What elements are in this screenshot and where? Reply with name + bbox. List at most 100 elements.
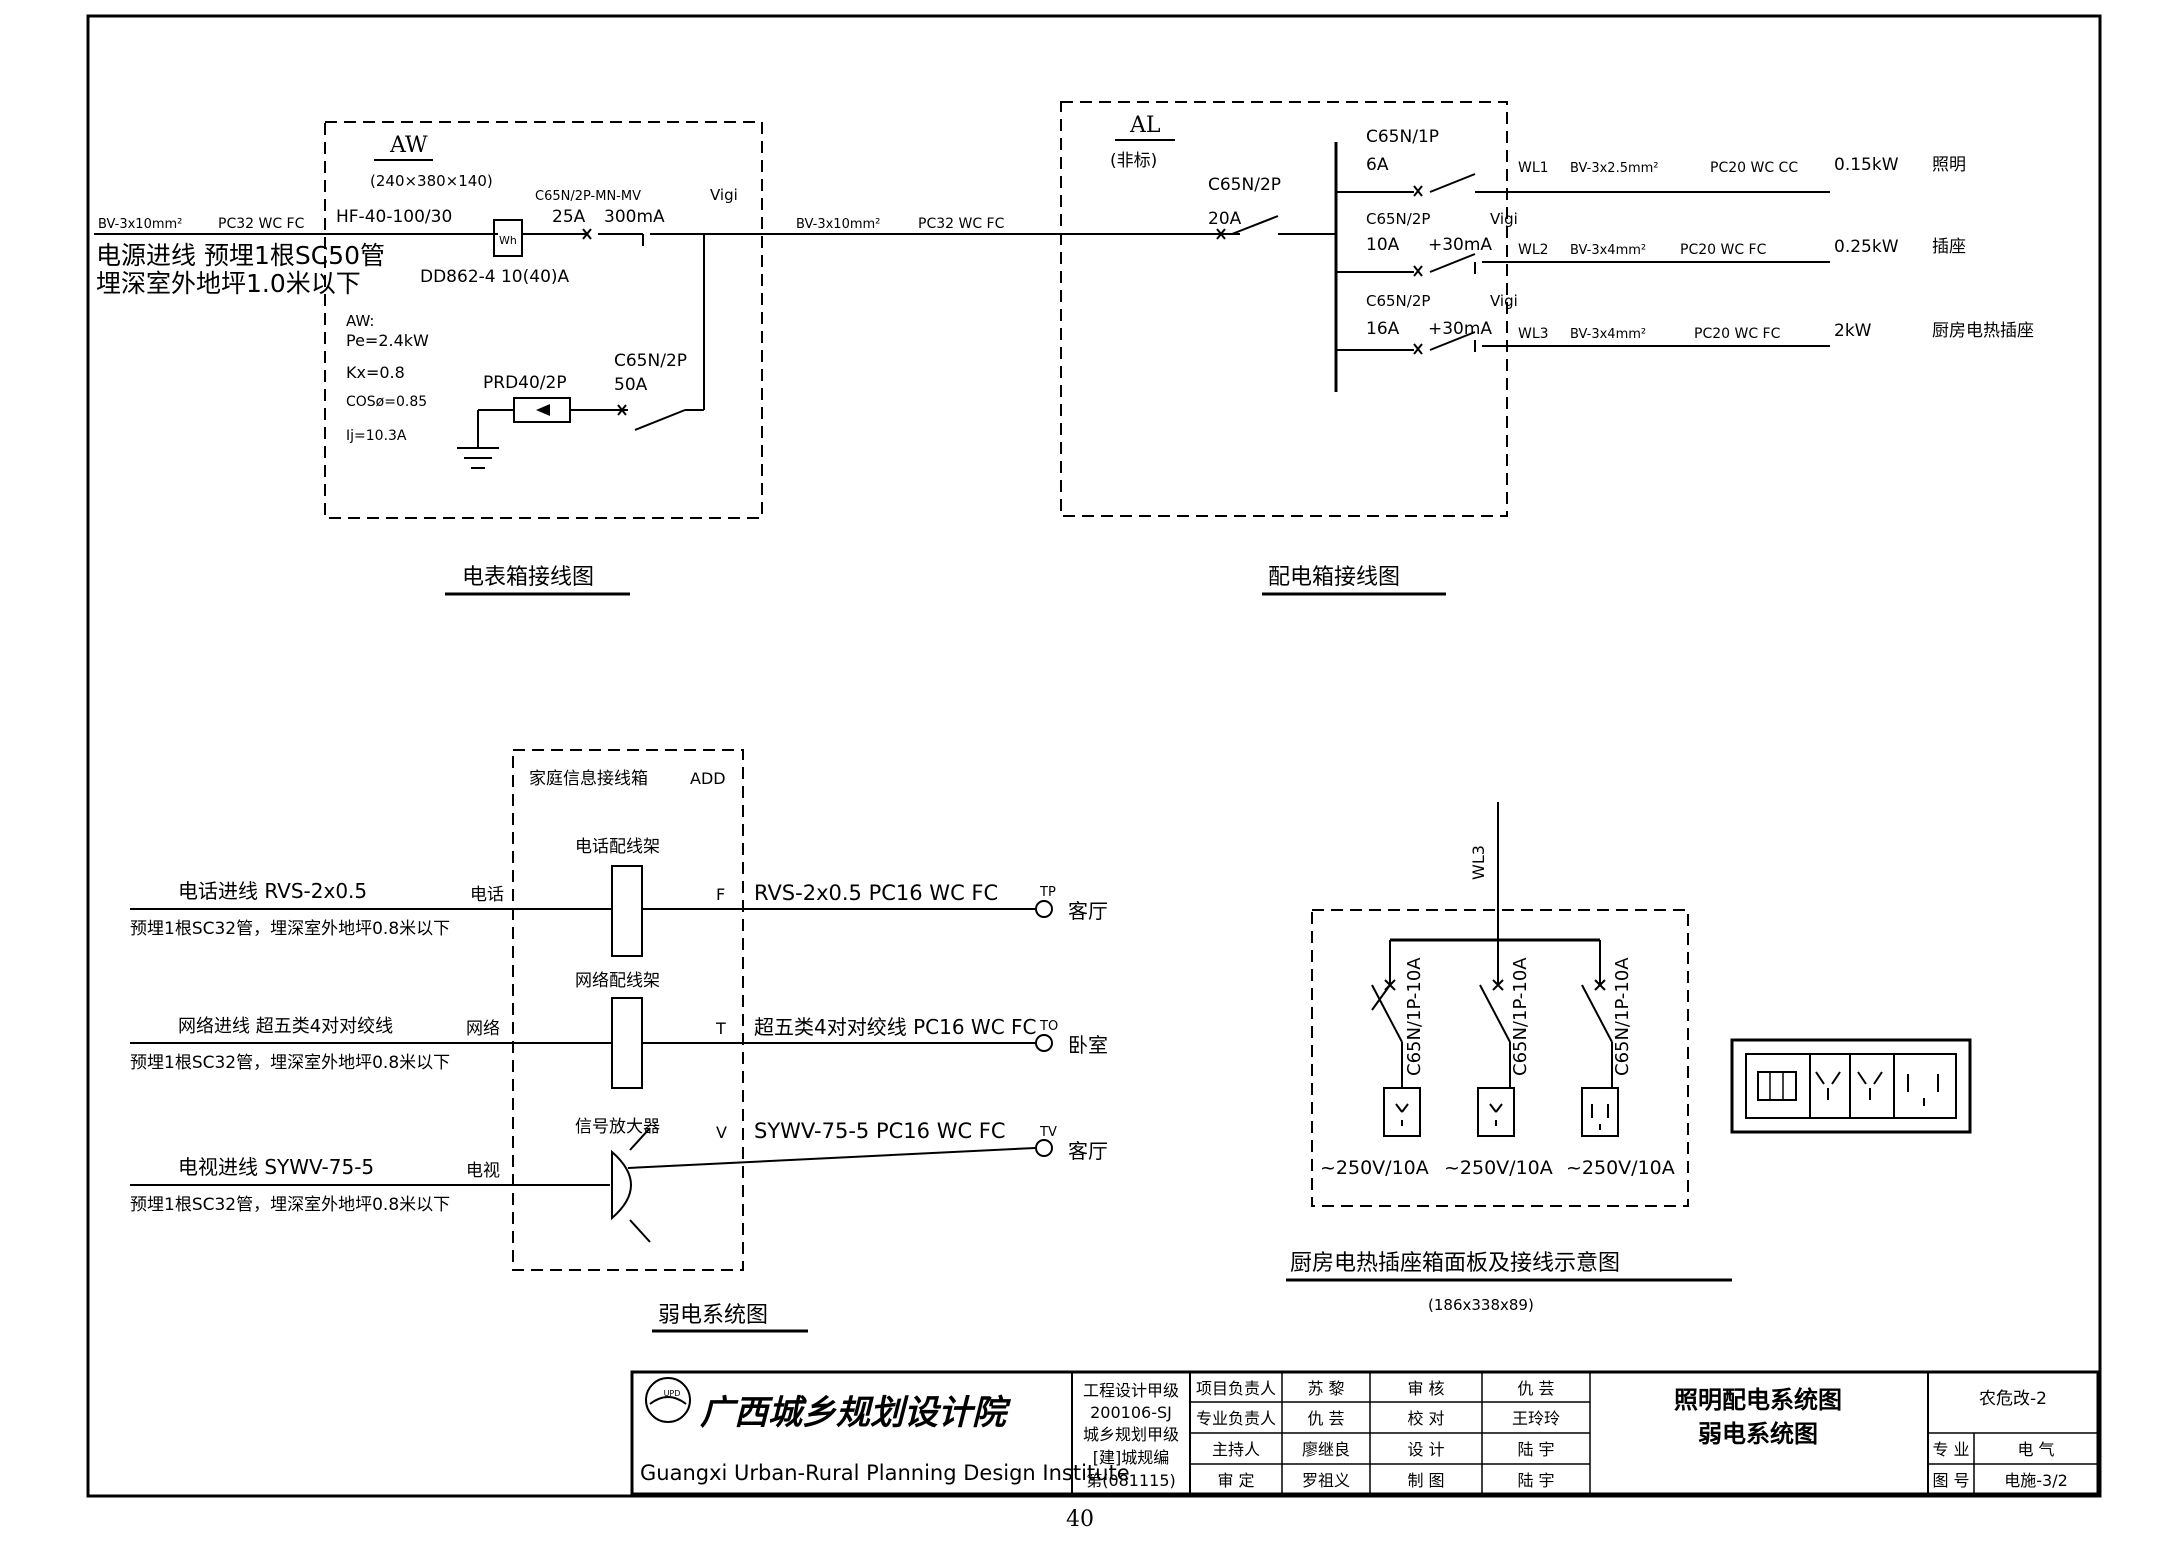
row3-out: SYWV-75-5 PC16 WC FC <box>754 1119 1006 1143</box>
meter-out-conduit: PC32 WC FC <box>918 216 1005 232</box>
meter-caption: 电表箱接线图 <box>462 565 594 590</box>
dist-box-text: AL (非标) C65N/2P 20A C65N/1P 6A WL1 BV-3x… <box>1110 113 2034 590</box>
num-value: 电施-3/2 <box>2004 1471 2068 1490</box>
row1-frame: 电话配线架 <box>575 837 660 857</box>
name-2: 廖继良 <box>1302 1440 1350 1459</box>
role2-3: 制 图 <box>1407 1471 1444 1490</box>
wl2-conduit: PC20 WC FC <box>1680 242 1767 258</box>
meter-box-outline <box>324 121 763 519</box>
param-2: Kx=0.8 <box>346 363 405 382</box>
spd-model: PRD40/2P <box>483 373 567 393</box>
wl1-breaker: C65N/1P <box>1366 127 1439 147</box>
row3-port: V <box>716 1123 727 1142</box>
qual-0: 工程设计甲级 <box>1083 1381 1179 1400</box>
spec-value: 电 气 <box>2017 1440 2054 1459</box>
wl2-ma: +30mA <box>1428 235 1492 255</box>
kitchen-rating-2: ~250V/10A <box>1444 1157 1553 1179</box>
kitchen-feed: WL3 <box>1469 845 1488 880</box>
wl2-cable: BV-3x4mm² <box>1570 243 1646 258</box>
meter-wh: Wh <box>499 234 517 247</box>
dist-box-sub: (非标) <box>1110 151 1157 171</box>
row1-in-sub: 预埋1根SC32管，埋深室外地坪0.8米以下 <box>130 919 450 939</box>
upd-logo <box>645 1377 691 1423</box>
tv-outlet <box>1035 1139 1053 1157</box>
meter-breaker-model: C65N/2P-MN-MV <box>535 189 641 204</box>
info-box-title: 家庭信息接线箱 <box>529 769 648 789</box>
row2-in-label: 网络进线 超五类4对对绞线 <box>178 1016 393 1037</box>
dist-main-breaker: C65N/2P <box>1208 175 1281 195</box>
drawing-title-1: 照明配电系统图 <box>1674 1386 1842 1414</box>
role-0: 项目负责人 <box>1196 1379 1276 1398</box>
row3-in-label: 电视进线 SYWV-75-5 <box>178 1155 374 1179</box>
kitchen-breaker-2: C65N/1P-10A <box>1510 957 1531 1076</box>
wl1-rating: 6A <box>1366 155 1389 175</box>
meter-box-dims: (240×380×140) <box>370 172 493 190</box>
spd-rating: 50A <box>614 375 648 395</box>
meter-box-label: AW <box>389 133 428 158</box>
row2-port: T <box>715 1019 726 1038</box>
wl1-id: WL1 <box>1518 160 1549 176</box>
row3-frame: 信号放大器 <box>575 1117 660 1137</box>
kitchen-box-outline <box>1311 909 1689 1207</box>
row3-room: 客厅 <box>1068 1139 1108 1163</box>
role2-1: 校 对 <box>1407 1409 1444 1428</box>
meter-model: DD862-4 10(40)A <box>420 267 570 287</box>
dist-caption: 配电箱接线图 <box>1268 565 1400 590</box>
row2-tag: TO <box>1039 1019 1058 1034</box>
role2-0: 审 核 <box>1407 1379 1444 1398</box>
wl3-rating: 16A <box>1366 319 1400 339</box>
num-label: 图 号 <box>1932 1471 1969 1490</box>
title-block-text: UPD 广西城乡规划设计院 Guangxi Urban-Rural Planni… <box>640 1379 2068 1490</box>
meter-vigi: Vigi <box>710 186 738 204</box>
org-name-cn: 广西城乡规划设计院 <box>700 1393 1012 1433</box>
role-3: 审 定 <box>1217 1471 1254 1490</box>
wl3-breaker: C65N/2P <box>1366 292 1430 310</box>
meter-device: HF-40-100/30 <box>336 207 452 227</box>
dist-box-diagram <box>1060 101 1830 596</box>
meter-note-line1: 电源进线 预埋1根SC50管 <box>96 241 385 270</box>
page-number: 40 <box>1066 1507 1094 1532</box>
name-1: 仇 芸 <box>1307 1409 1344 1428</box>
wl1-load: 0.15kW <box>1834 155 1899 175</box>
amplifier-symbol <box>611 1149 632 1221</box>
circuit-wl1 <box>1336 173 1830 197</box>
name-0: 苏 黎 <box>1307 1379 1344 1398</box>
wl3-ma: +30mA <box>1428 319 1492 339</box>
role-1: 专业负责人 <box>1196 1409 1276 1428</box>
network-frame-symbol <box>611 997 643 1089</box>
circuit-wl3 <box>1336 331 1830 355</box>
org-name-en: Guangxi Urban-Rural Planning Design Inst… <box>640 1461 1130 1485</box>
qual-2: 城乡规划甲级 <box>1083 1425 1179 1444</box>
wl3-vigi: Vigi <box>1490 292 1518 310</box>
sheet-frame <box>86 14 2102 1498</box>
role2-2: 设 计 <box>1407 1440 1444 1459</box>
telephone-outlet <box>1035 900 1053 918</box>
circuit-wl2 <box>1336 253 1830 277</box>
name2-3: 陆 宇 <box>1517 1471 1554 1490</box>
dist-box-label: AL <box>1129 113 1161 138</box>
param-4: Ij=10.3A <box>346 428 407 444</box>
wl1-use: 照明 <box>1932 155 1966 175</box>
info-box-outline <box>512 749 744 1271</box>
qual-1: 200106-SJ <box>1090 1403 1172 1422</box>
wl3-conduit: PC20 WC FC <box>1694 326 1781 342</box>
kitchen-rating-3: ~250V/10A <box>1566 1157 1675 1179</box>
meter-in-conduit: PC32 WC FC <box>218 216 305 232</box>
param-1: Pe=2.4kW <box>346 331 429 350</box>
weak-system-diagram <box>130 749 1053 1333</box>
panel-socket-1 <box>1815 1071 1841 1100</box>
kitchen-box-text: WL3 C65N/1P-10A C65N/1P-10A C65N/1P-10A … <box>1290 845 1675 1314</box>
wl3-cable: BV-3x4mm² <box>1570 327 1646 342</box>
wl2-load: 0.25kW <box>1834 237 1899 257</box>
meter-symbol <box>493 219 523 257</box>
telephone-frame-symbol <box>611 865 643 957</box>
row1-room: 客厅 <box>1068 899 1108 923</box>
panel-socket-3 <box>1907 1074 1939 1106</box>
name2-2: 陆 宇 <box>1517 1440 1554 1459</box>
row2-room: 卧室 <box>1068 1033 1108 1057</box>
spec-label: 专 业 <box>1932 1440 1969 1459</box>
name-3: 罗祖义 <box>1302 1471 1350 1490</box>
row1-out: RVS-2x0.5 PC16 WC FC <box>754 881 998 905</box>
project-code: 农危改-2 <box>1979 1389 2047 1409</box>
qual-3: [建]城规编 <box>1093 1448 1170 1467</box>
